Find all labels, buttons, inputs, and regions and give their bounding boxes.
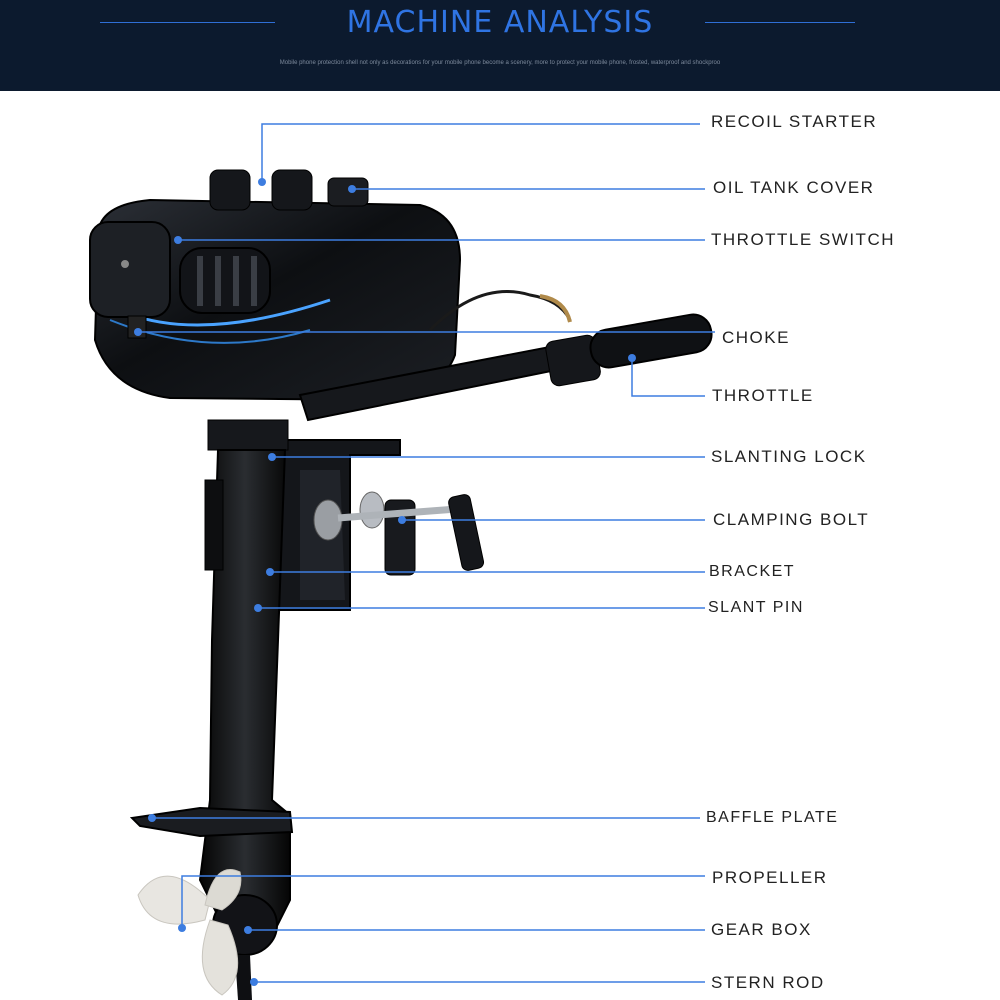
- baffle-plate: [129, 806, 294, 838]
- label-stern-rod: STERN ROD: [711, 973, 825, 992]
- label-throttle-switch: THROTTLE SWITCH: [711, 230, 895, 249]
- label-recoil-starter: RECOIL STARTER: [711, 112, 878, 131]
- tiller-handle: [298, 290, 713, 422]
- label-slant-pin: SLANT PIN: [708, 599, 804, 616]
- clamp-plate: [384, 499, 416, 576]
- label-throttle: THROTTLE: [712, 386, 814, 405]
- leader-lines: [138, 123, 715, 983]
- propeller: [137, 868, 242, 996]
- label-propeller: PROPELLER: [712, 868, 828, 887]
- header-rule-left: [100, 22, 275, 23]
- drive-shaft: [198, 419, 291, 942]
- label-clamping-bolt: CLAMPING BOLT: [713, 510, 870, 529]
- leader-propeller: [181, 875, 705, 928]
- throttle-grip: [589, 313, 713, 369]
- engine-cover: [89, 169, 462, 402]
- header-banner: MACHINE ANALYSIS Mobile phone protection…: [0, 0, 1000, 91]
- label-baffle-plate: BAFFLE PLATE: [706, 809, 839, 826]
- label-oil-tank-cover: OIL TANK COVER: [713, 178, 875, 197]
- label-bracket: BRACKET: [709, 563, 796, 580]
- header-rule-right: [705, 22, 855, 23]
- leader-dots: [134, 178, 636, 986]
- leader-recoil-starter: [261, 123, 700, 182]
- leader-throttle: [631, 358, 705, 397]
- label-gear-box: GEAR BOX: [711, 920, 812, 939]
- header-subtitle: Mobile phone protection shell not only a…: [279, 60, 721, 66]
- page-title: MACHINE ANALYSIS: [346, 5, 654, 40]
- recoil-handle: [209, 169, 251, 211]
- clamp-handle: [448, 494, 485, 571]
- oil-tank-cap: [327, 177, 369, 207]
- label-choke: CHOKE: [722, 328, 790, 347]
- recoil-starter-housing: [89, 221, 171, 318]
- label-slanting-lock: SLANTING LOCK: [711, 447, 867, 466]
